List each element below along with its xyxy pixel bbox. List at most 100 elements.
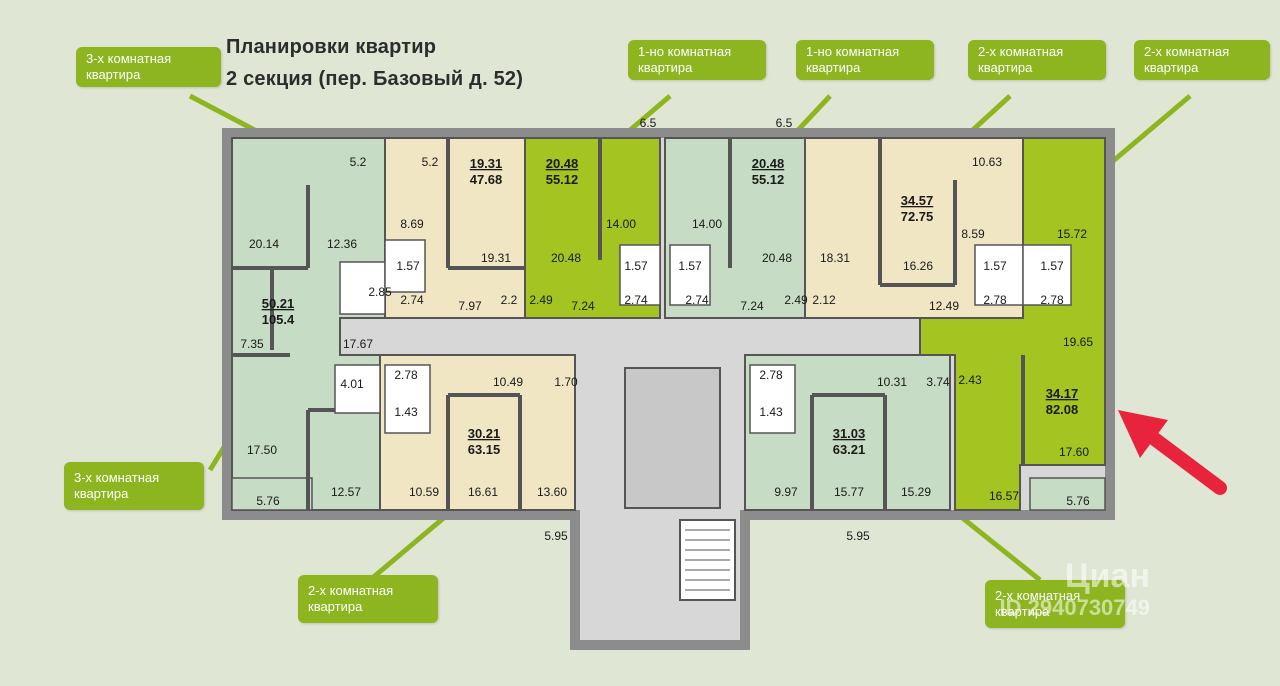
room-area: 2.49 <box>784 293 808 307</box>
room-area: 6.5 <box>776 116 793 130</box>
apt-2room-right-total: 82.08 <box>1046 402 1079 417</box>
room-area: 17.50 <box>247 443 277 457</box>
callout-two-room-bottom-center: 2-х комнатная квартира <box>298 575 438 623</box>
callout-line2: квартира <box>806 60 861 75</box>
room-area: 13.60 <box>537 485 567 499</box>
room-area: 7.97 <box>458 299 482 313</box>
room-area: 5.2 <box>350 155 367 169</box>
watermark: Циан ID 2940730749 <box>950 557 1150 624</box>
apt-1room-b-total: 55.12 <box>752 172 785 187</box>
room-area: 10.31 <box>877 375 907 389</box>
room-area: 1.70 <box>554 375 578 389</box>
callout-line2: квартира <box>86 67 141 82</box>
room-area: 20.14 <box>249 237 279 251</box>
room-area: 18.31 <box>820 251 850 265</box>
room-area: 10.59 <box>409 485 439 499</box>
watermark-id: ID 2940730749 <box>999 595 1150 620</box>
room-area: 2.78 <box>394 368 418 382</box>
page-subtitle: 2 секция (пер. Базовый д. 52) <box>226 68 524 90</box>
room-area: 1.57 <box>1040 259 1064 273</box>
room-area: 7.24 <box>740 299 764 313</box>
room-area: 16.26 <box>903 259 933 273</box>
room-area: 4.01 <box>340 377 364 391</box>
room-area: 15.77 <box>834 485 864 499</box>
callout-one-room-top-right: 1-но комнатная квартира <box>796 40 934 80</box>
room-area: 2.78 <box>759 368 783 382</box>
callout-line1: 1-но комнатная <box>806 44 900 59</box>
room-area: 17.60 <box>1059 445 1089 459</box>
room-area: 9.97 <box>774 485 798 499</box>
apt-2room-top-b-total: 72.75 <box>901 209 934 224</box>
callout-line2: квартира <box>308 599 363 614</box>
callout-line1: 2-х комнатная <box>978 44 1064 59</box>
apt-1room-a-living: 20.48 <box>546 156 579 171</box>
callout-line2: квартира <box>638 60 693 75</box>
apt-2room-bottom-b-living: 31.03 <box>833 426 866 441</box>
callout-two-room-top-far-right: 2-х комнатная квартира <box>1134 40 1270 80</box>
room-area: 12.49 <box>929 299 959 313</box>
apt-1room-b-living: 20.48 <box>752 156 785 171</box>
room-area: 5.95 <box>846 529 870 543</box>
room-area: 3.74 <box>926 375 950 389</box>
room-area: 14.00 <box>606 217 636 231</box>
room-area: 1.57 <box>624 259 648 273</box>
room-area: 2.49 <box>529 293 553 307</box>
callout-line2: квартира <box>1144 60 1199 75</box>
apt-3room-left-total: 105.4 <box>262 312 295 327</box>
room-area: 16.61 <box>468 485 498 499</box>
apt-2room-right-living: 34.17 <box>1046 386 1079 401</box>
callout-line1: 2-х комнатная <box>995 588 1081 603</box>
room-area: 8.59 <box>961 227 985 241</box>
apt-2room-bottom-b-total: 63.21 <box>833 442 866 457</box>
room-area: 16.57 <box>989 489 1019 503</box>
apt-2room-top-b-living: 34.57 <box>901 193 934 208</box>
callout-line1: 2-х комнатная <box>308 583 394 598</box>
room-area: 2.74 <box>685 293 709 307</box>
room-area: 19.65 <box>1063 335 1093 349</box>
room-area: 12.36 <box>327 237 357 251</box>
room-area: 1.57 <box>678 259 702 273</box>
interior-walls <box>232 138 1025 510</box>
room-area: 17.67 <box>343 337 373 351</box>
room-area: 15.72 <box>1057 227 1087 241</box>
room-area-labels: 5.2 5.2 6.5 6.5 10.63 20.14 12.36 8.69 1… <box>240 116 1093 543</box>
callout-line1: 3-х комнатная <box>86 51 172 66</box>
watermark-brand: Циан <box>1064 557 1150 595</box>
room-area: 5.95 <box>544 529 568 543</box>
stair-core <box>624 367 736 601</box>
room-area: 5.76 <box>256 494 280 508</box>
room-area: 5.76 <box>1066 494 1090 508</box>
apartment-labels: 50.21 105.4 19.31 47.68 20.48 55.12 20.4… <box>262 156 1079 457</box>
apt-2room-bottom-a-living: 30.21 <box>468 426 501 441</box>
red-arrow-icon <box>1118 410 1227 495</box>
callout-line1: 3-х комнатная <box>74 470 160 485</box>
room-area: 2.78 <box>983 293 1007 307</box>
apt-3room-left-living: 50.21 <box>262 296 295 311</box>
room-area: 14.00 <box>692 217 722 231</box>
callout-line2: квартира <box>978 60 1033 75</box>
callout-one-room-top-center: 1-но комнатная квартира <box>628 40 766 80</box>
room-area: 15.29 <box>901 485 931 499</box>
room-area: 20.48 <box>762 251 792 265</box>
room-area: 2.74 <box>624 293 648 307</box>
room-area: 19.31 <box>481 251 511 265</box>
room-area: 7.35 <box>240 337 264 351</box>
room-area: 5.2 <box>422 155 439 169</box>
room-area: 7.24 <box>571 299 595 313</box>
callout-line2: квартира <box>74 486 129 501</box>
callout-two-room-bottom-right: 2-х комнатная квартира <box>985 580 1125 628</box>
callout-line2: квартира <box>995 604 1050 619</box>
room-area: 2.78 <box>1040 293 1064 307</box>
page-title: Планировки квартир <box>226 36 437 58</box>
room-area: 1.43 <box>759 405 783 419</box>
callout-three-room-top-left: 3-х комнатная квартира <box>76 47 221 87</box>
room-area: 10.63 <box>972 155 1002 169</box>
callout-line1: 2-х комнатная <box>1144 44 1230 59</box>
room-area: 20.48 <box>551 251 581 265</box>
room-area: 2.12 <box>812 293 836 307</box>
room-area: 1.43 <box>394 405 418 419</box>
room-area: 12.57 <box>331 485 361 499</box>
room-area: 1.57 <box>983 259 1007 273</box>
room-area: 2.2 <box>501 293 518 307</box>
